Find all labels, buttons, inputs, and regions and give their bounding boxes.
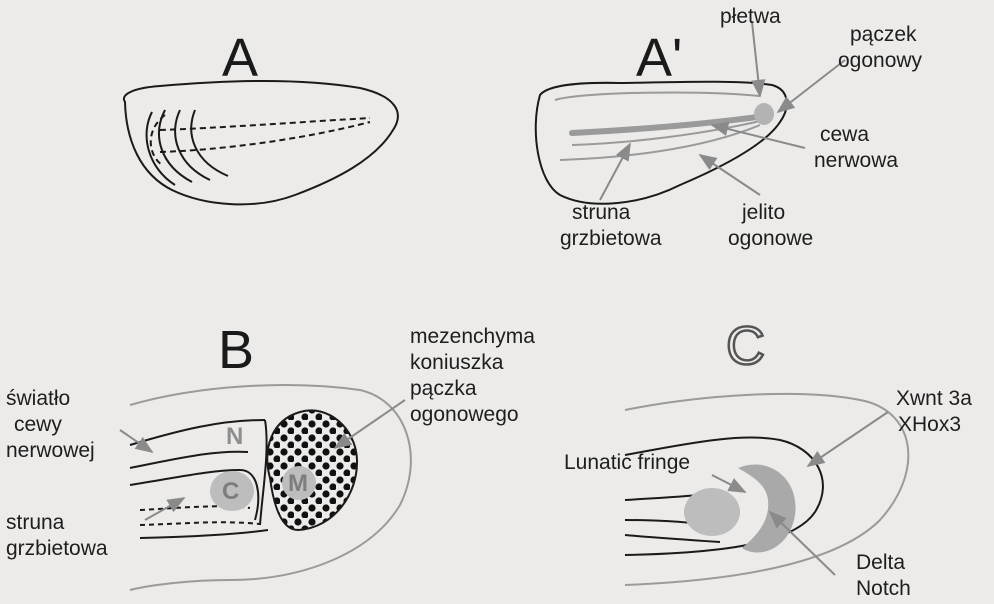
label-delta-line2: Notch [856,576,911,601]
panel-c-axis-line-3 [625,535,720,542]
label-swiatlo-line3: nerwowej [6,438,95,463]
label-xwnt-line1: Xwnt 3a [896,386,972,411]
panel-b-letter: B [218,322,254,378]
panel-c-letter: C [726,318,765,374]
panel-b-embryo [130,385,411,590]
label-mezenchyma-line1: mezenchyma [410,324,535,349]
arrow-swiatlo [120,430,152,452]
panel-a-prime-letter: A' [636,30,682,86]
label-jelito-line2: ogonowe [728,226,813,251]
label-mezenchyma-line4: ogonowego [410,402,519,427]
panel-a-prime-body-outline [536,82,787,204]
label-pletwa: płetwa [720,4,781,29]
panel-a-prime-fin [555,93,760,100]
label-paczek-line2: ogonowy [838,48,922,73]
panel-a-letter: A [222,30,258,86]
panel-b-neural-lumen-bottom [130,452,248,468]
arrow-pletwa [752,22,760,96]
panel-b-dashed-2 [140,522,260,525]
panel-a-head-dashed [151,115,165,165]
panel-a-embryo [124,81,398,204]
label-jelito-line1: jelito [742,200,785,225]
arrow-paczek [778,60,845,112]
arrow-xwnt [808,412,888,466]
label-delta-line1: Delta [856,550,905,575]
arrow-mezenchyma [335,400,405,448]
panel-b-outer-curve [130,385,411,590]
label-struna-b-line2: grzbietowa [6,536,108,561]
region-letter-c: C [222,479,239,504]
label-swiatlo-line2: cewy [14,412,62,437]
region-letter-n: N [226,424,243,449]
label-lunatic: Lunatic fringe [564,450,690,475]
panel-a-somite-4 [191,110,228,176]
label-paczek-line1: pączek [850,22,917,47]
panel-b-lower-line [140,530,268,538]
label-struna-a-line1: struna [572,200,630,225]
label-xwnt-line2: XHox3 [898,412,961,437]
label-mezenchyma-line2: koniuszka [410,350,503,375]
panel-b-inner-boundary [260,420,267,525]
panel-a-prime-tail-bud [754,103,774,125]
arrow-struna-a [600,144,630,200]
panel-c-crescent [738,465,796,553]
label-cewa-line1: cewa [820,122,869,147]
panel-b-neural-lumen-top [130,420,265,445]
label-struna-b-line1: struna [6,510,64,535]
label-mezenchyma-line3: pączka [410,376,477,401]
panel-c-presomitic [684,488,740,536]
panel-b-mesenchyme-region [267,410,357,530]
label-struna-a-line2: grzbietowa [560,226,662,251]
label-swiatlo-line1: światło [6,386,70,411]
label-cewa-line2: nerwowa [814,148,898,173]
panel-a-prime-embryo [536,82,787,204]
region-letter-m: M [288,471,308,496]
